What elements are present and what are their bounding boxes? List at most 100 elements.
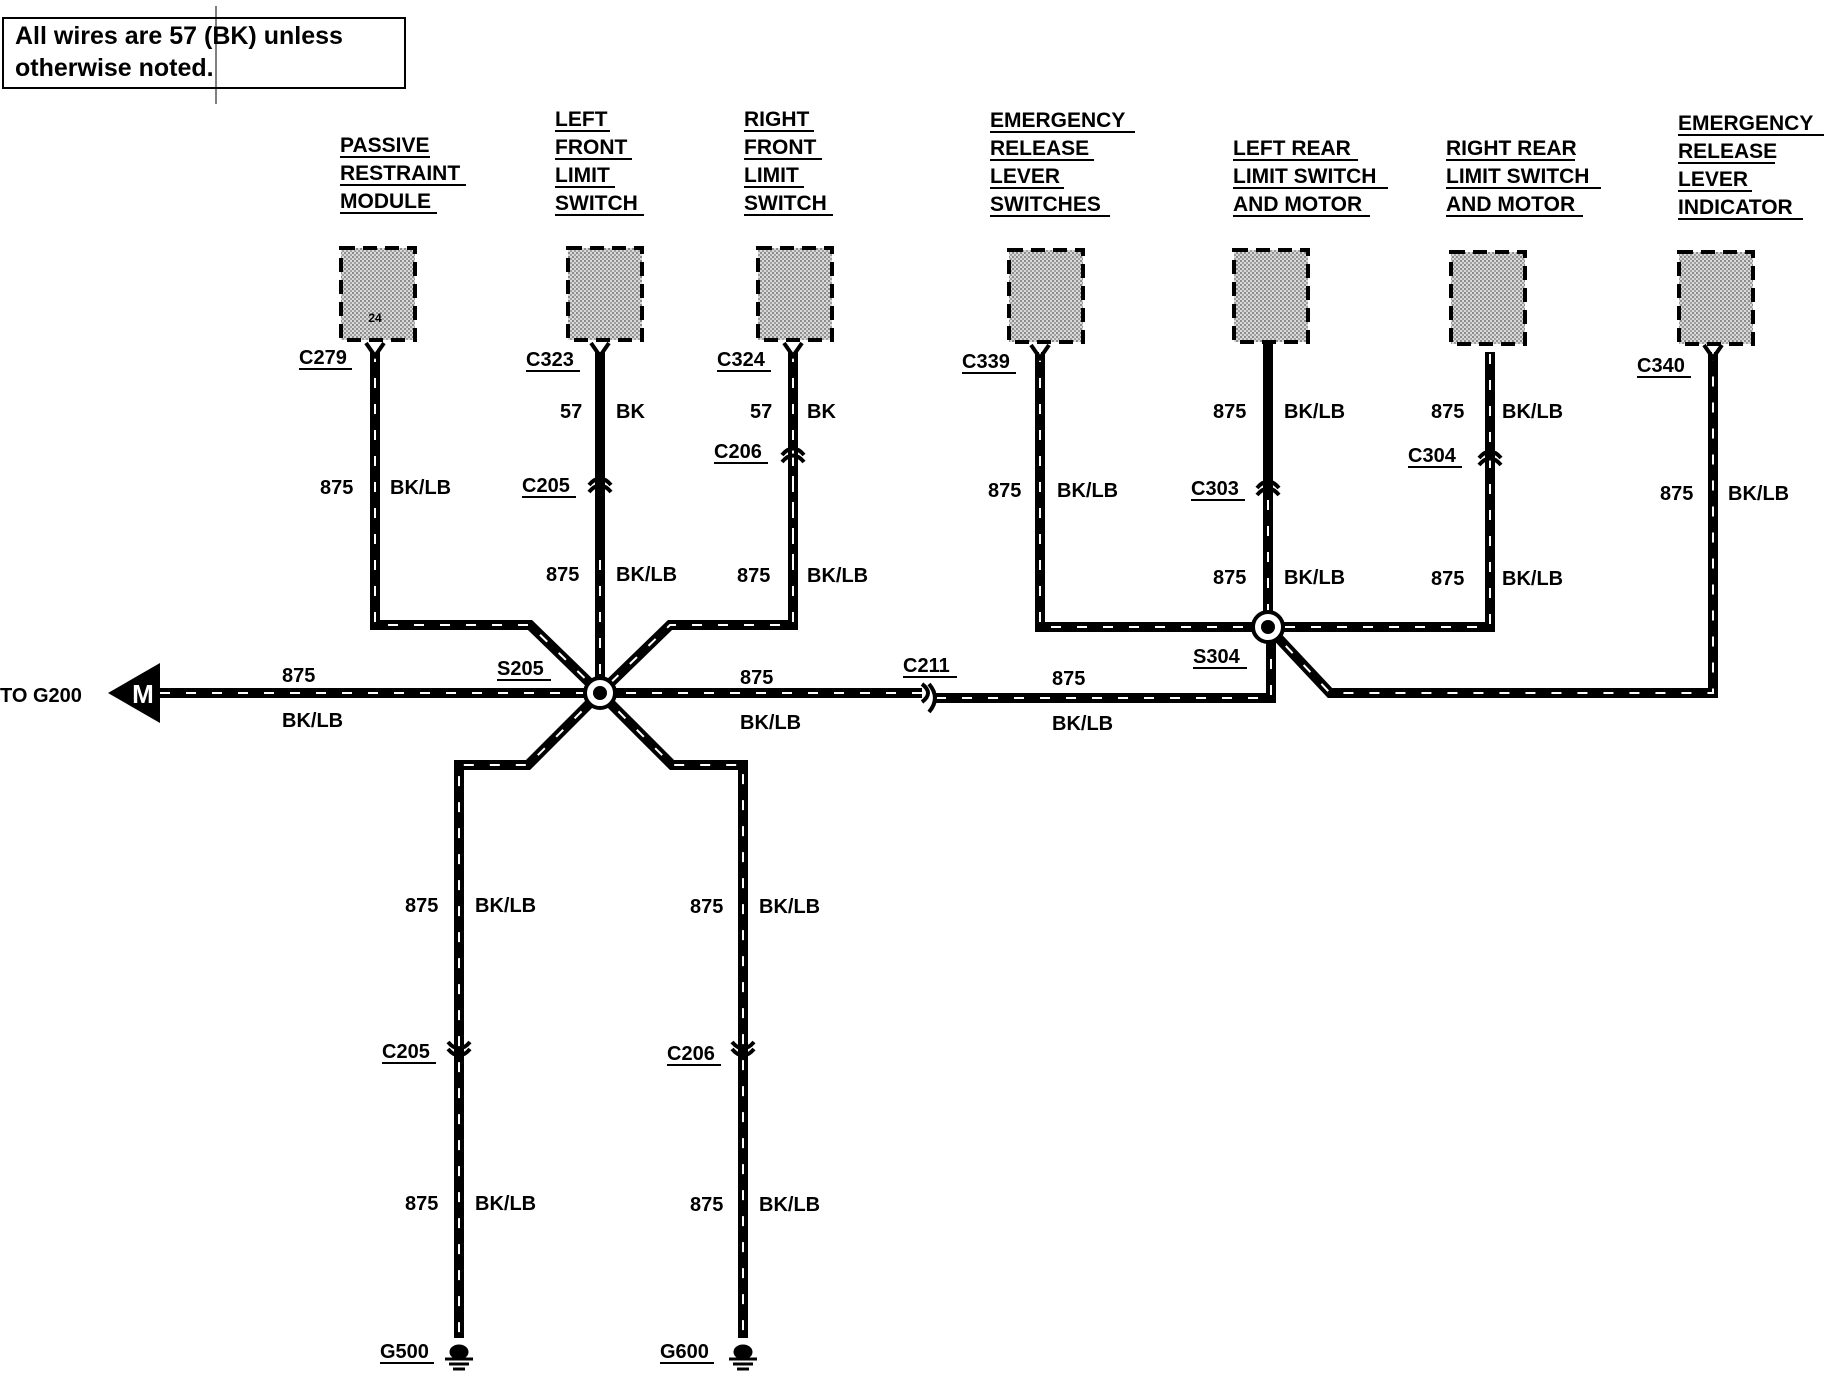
label-underlines	[299, 130, 1824, 1364]
wire-circuit-label: 875	[282, 665, 315, 687]
connector-labels: C279 C323 C324 C339 C340 C205 C206 C303 …	[0, 347, 1685, 1363]
wire-color-label: BK	[616, 401, 645, 423]
svg-text:RIGHT: RIGHT	[744, 108, 810, 131]
c205-lower-symbol	[446, 1040, 472, 1058]
wire-labels: 875 BK/LB 57 BK 875 BK/LB 57 BK 875 BK/L…	[282, 401, 1789, 1216]
note-line-1: All wires are 57 (BK) unless	[15, 22, 343, 50]
c303-symbol	[1255, 479, 1281, 497]
svg-text:FRONT: FRONT	[555, 136, 627, 159]
svg-text:EMERGENCY: EMERGENCY	[990, 109, 1125, 132]
inline-connectors	[446, 446, 1503, 1058]
connector-label-c303: C303	[1191, 478, 1239, 500]
svg-text:AND MOTOR: AND MOTOR	[1233, 193, 1362, 216]
connector-label-c206-lower: C206	[667, 1043, 715, 1065]
passive-restraint-module-connector	[339, 246, 417, 342]
emergency-release-lever-switches-connector	[1007, 248, 1085, 344]
svg-text:RESTRAINT: RESTRAINT	[340, 162, 460, 185]
wire-circuit-label: 875	[1052, 668, 1085, 690]
wire-color-label: BK/LB	[1052, 713, 1113, 735]
wire-color-label: BK/LB	[759, 896, 820, 918]
svg-text:PASSIVE: PASSIVE	[340, 134, 429, 157]
wire-color-label: BK/LB	[475, 1193, 536, 1215]
connector-label-c279: C279	[299, 347, 347, 369]
wire-circuit-label: 875	[1431, 401, 1464, 423]
to-g200-arrow-icon: M	[108, 663, 160, 723]
wire-color-label: BK/LB	[1057, 480, 1118, 502]
wire-indicator	[1264, 352, 1718, 698]
ground-g500-icon	[445, 1344, 473, 1371]
splice-label-s205: S205	[497, 658, 544, 680]
wire-color-label: BK/LB	[282, 710, 343, 732]
svg-text:LIMIT: LIMIT	[744, 164, 799, 187]
wire-circuit-label: 875	[690, 896, 723, 918]
right-rear-limit-switch-label: RIGHT REAR LIMIT SWITCH AND MOTOR	[1446, 137, 1589, 216]
to-g200-symbol: M	[132, 679, 154, 709]
component-boxes: 24	[339, 246, 1755, 346]
wire-circuit-label: 57	[560, 401, 582, 423]
wire-circuit-label: 875	[1213, 567, 1246, 589]
passive-restraint-module-label: PASSIVE RESTRAINT MODULE	[340, 134, 460, 213]
splices	[583, 610, 1285, 710]
right-front-limit-switch-connector	[756, 246, 834, 342]
wire-to-g600	[596, 689, 748, 1338]
connector-label-c211: C211	[903, 655, 950, 677]
c205-upper-symbol	[587, 476, 613, 494]
wire-color-label: BK/LB	[616, 564, 677, 586]
ground-symbols	[445, 1344, 757, 1371]
wire-color-label: BK/LB	[1284, 567, 1345, 589]
to-g200-label: TO G200	[0, 685, 82, 707]
svg-text:SWITCH: SWITCH	[555, 192, 638, 215]
svg-text:RELEASE: RELEASE	[1678, 140, 1777, 163]
ground-g600-icon	[729, 1344, 757, 1371]
svg-text:SWITCH: SWITCH	[744, 192, 827, 215]
svg-text:INDICATOR: INDICATOR	[1678, 196, 1793, 219]
wire-circuit-label: 875	[740, 667, 773, 689]
svg-text:AND MOTOR: AND MOTOR	[1446, 193, 1575, 216]
wire-circuit-label: 875	[546, 564, 579, 586]
left-front-limit-switch-connector	[566, 246, 644, 342]
wire-circuit-label: 875	[1213, 401, 1246, 423]
wire-color-label: BK/LB	[1502, 401, 1563, 423]
svg-text:RELEASE: RELEASE	[990, 137, 1089, 160]
pin-number: 24	[368, 311, 382, 325]
connector-label-c323: C323	[526, 349, 574, 371]
wire-circuit-label: 875	[1660, 483, 1693, 505]
emergency-release-lever-indicator-connector	[1677, 250, 1755, 346]
emergency-release-lever-switches-label: EMERGENCY RELEASE LEVER SWITCHES	[990, 109, 1125, 216]
component-labels: PASSIVE RESTRAINT MODULE LEFT FRONT LIMI…	[340, 108, 1813, 219]
wire-circuit-label: 875	[737, 565, 770, 587]
note-line-2: otherwise noted.	[15, 54, 214, 82]
wire-circuit-label: 57	[750, 401, 772, 423]
wire-circuit-label: 875	[1431, 568, 1464, 590]
left-rear-limit-switch-label: LEFT REAR LIMIT SWITCH AND MOTOR	[1233, 137, 1376, 216]
svg-text:LEFT: LEFT	[555, 108, 608, 131]
svg-text:SWITCHES: SWITCHES	[990, 193, 1101, 216]
svg-text:LEVER: LEVER	[990, 165, 1060, 188]
svg-text:LEVER: LEVER	[1678, 168, 1748, 191]
emergency-release-lever-indicator-label: EMERGENCY RELEASE LEVER INDICATOR	[1678, 112, 1813, 219]
connector-label-c205-lower: C205	[382, 1041, 430, 1063]
c206-lower-symbol	[730, 1040, 756, 1058]
connector-label-c304: C304	[1408, 445, 1457, 467]
wire-color-label: BK/LB	[1728, 483, 1789, 505]
wire-color-label: BK/LB	[390, 477, 451, 499]
pin-forks	[364, 341, 1724, 362]
svg-text:EMERGENCY: EMERGENCY	[1678, 112, 1813, 135]
svg-text:LIMIT: LIMIT	[555, 164, 610, 187]
wire-color-label: BK/LB	[1502, 568, 1563, 590]
c304-symbol	[1477, 449, 1503, 467]
svg-text:FRONT: FRONT	[744, 136, 816, 159]
wire-circuit-label: 875	[690, 1194, 723, 1216]
splice-label-s304: S304	[1193, 646, 1241, 668]
c206-upper-symbol	[780, 446, 806, 464]
svg-text:LIMIT SWITCH: LIMIT SWITCH	[1446, 165, 1589, 188]
right-rear-limit-switch-connector	[1449, 250, 1527, 346]
wire-circuit-label: 875	[988, 480, 1021, 502]
wire-color-label: BK	[807, 401, 836, 423]
right-front-limit-switch-label: RIGHT FRONT LIMIT SWITCH	[744, 108, 827, 215]
left-rear-limit-switch-connector	[1232, 248, 1310, 344]
left-front-limit-switch-label: LEFT FRONT LIMIT SWITCH	[555, 108, 638, 215]
wire-color-label: BK/LB	[740, 712, 801, 734]
svg-text:LIMIT SWITCH: LIMIT SWITCH	[1233, 165, 1376, 188]
ground-label-g500: G500	[380, 1341, 429, 1363]
